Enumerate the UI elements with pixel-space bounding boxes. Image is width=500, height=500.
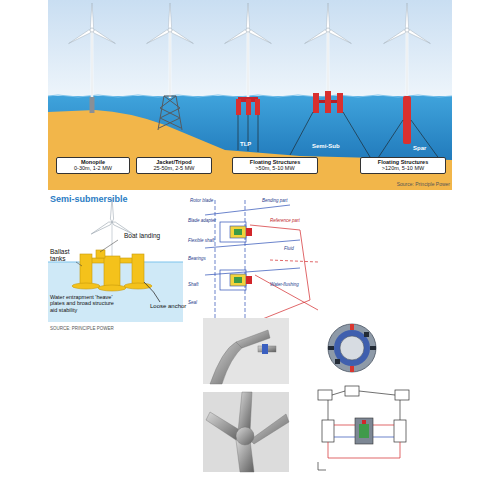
source-note: Source: Principle Power [360, 182, 450, 188]
part-label: Water entrapment 'heave' plates and broa… [50, 294, 122, 313]
part-label: Reference part [270, 218, 300, 223]
box-detail: >50m, 5-10 MW [235, 165, 315, 171]
depth-box: Monopile0-30m, 1-2 MW [56, 157, 130, 174]
box-title: Jacket/Tripod [139, 159, 209, 165]
depth-box: Jacket/Tripod25-50m, 2-5 MW [136, 157, 212, 174]
structure-label: Spar [413, 145, 426, 152]
part-label: Shaft [188, 282, 199, 287]
structure-label: Semi-Sub [312, 143, 340, 150]
box-detail: 0-30m, 1-2 MW [59, 165, 127, 171]
part-label: Fluid [284, 246, 294, 251]
box-title: Floating Structures [363, 159, 443, 165]
part-label: Flexible shaft [188, 238, 215, 243]
box-title: Floating Structures [235, 159, 315, 165]
part-label: Boat landing [124, 232, 160, 239]
source-note: SOURCE: PRINCIPLE POWER [50, 326, 114, 331]
part-label: Water-flushing [270, 282, 299, 287]
part-label: Bearings [188, 256, 206, 261]
box-detail: 25-50m, 2-5 MW [139, 165, 209, 171]
part-label: Loose anchor [150, 303, 186, 310]
part-label: Seal [188, 300, 197, 305]
box-detail: >120m, 5-10 MW [363, 165, 443, 171]
part-label: Rotor blade [190, 198, 213, 203]
part-label: Blade adapter [188, 218, 216, 223]
depth-box: Floating Structures>50m, 5-10 MW [232, 157, 318, 174]
depth-box: Floating Structures>120m, 5-10 MW [360, 157, 446, 174]
box-title: Monopile [59, 159, 127, 165]
part-label: Ballast tanks [50, 248, 80, 263]
part-label: Bending part [262, 198, 288, 203]
structure-label: TLP [240, 141, 251, 148]
panel-heading: Semi-submersible [50, 194, 128, 204]
